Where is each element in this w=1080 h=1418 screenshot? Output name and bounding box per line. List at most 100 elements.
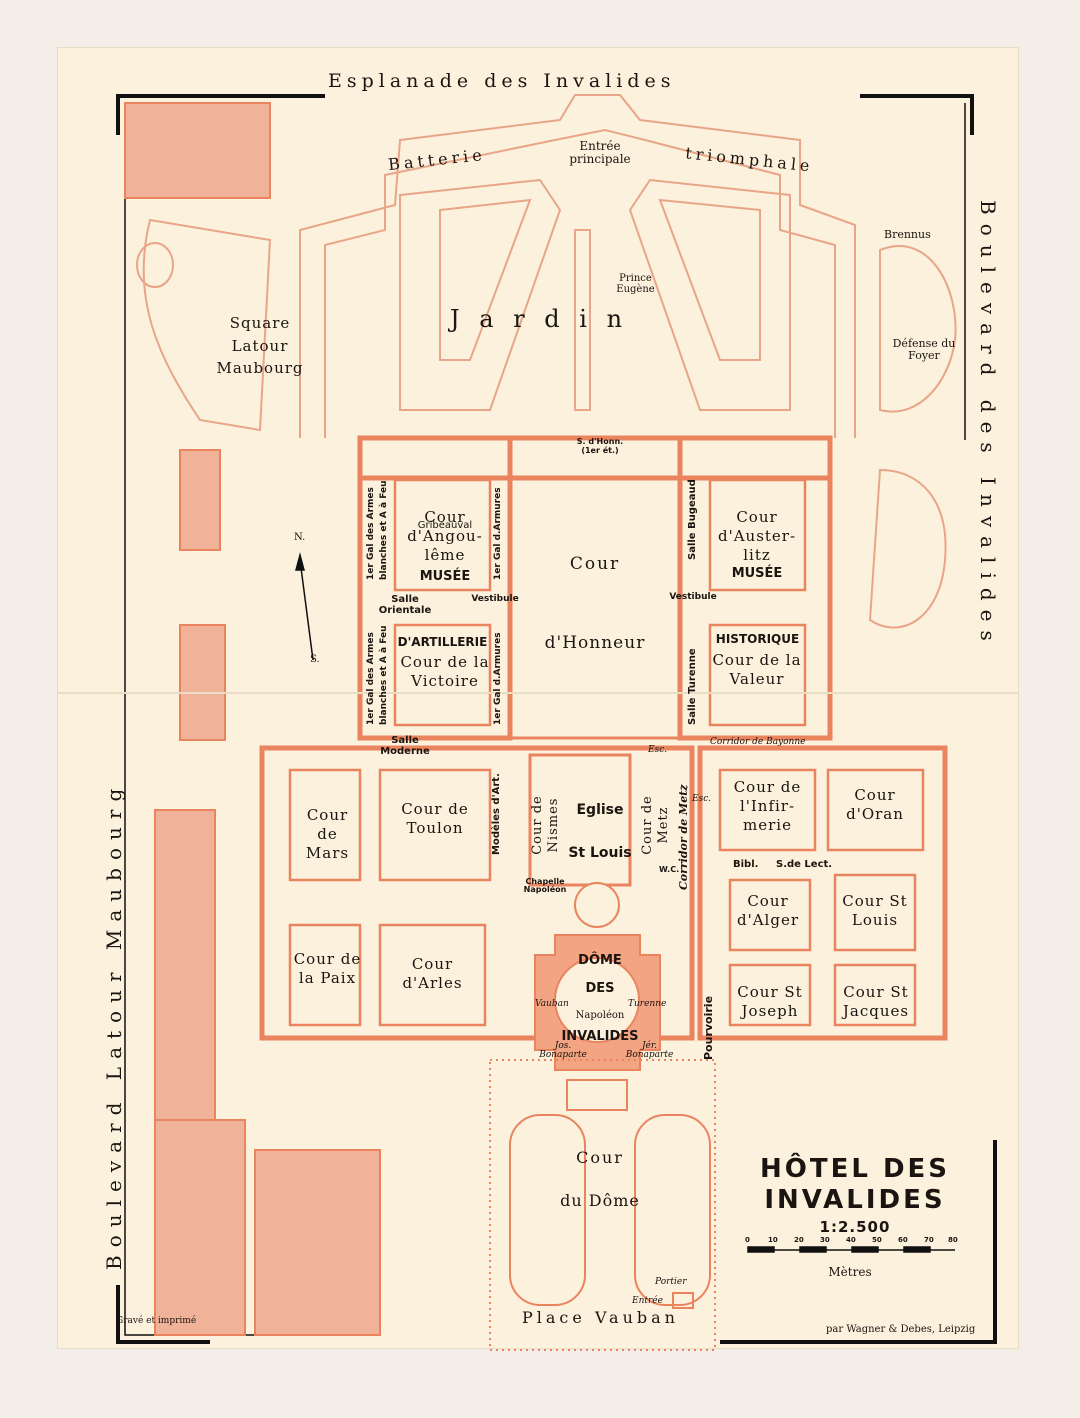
map-title-1: HÔTEL DES	[759, 1154, 951, 1184]
label-galerie-armes-2: 1er Gal des Armes	[366, 632, 376, 725]
block-w2	[154, 1119, 246, 1336]
label-brennus: Brennus	[884, 228, 931, 241]
label-invalides-dome: INVALIDES	[561, 1029, 639, 1044]
street-bd-invalides: Boulevard des Invalides	[976, 200, 1000, 650]
label-artillerie: D'ARTILLERIE	[397, 635, 488, 649]
scale-tick-50: 50	[872, 1236, 882, 1244]
label-square-latour: Square Latour Maubourg	[216, 314, 304, 377]
label-du-dome: du Dôme	[560, 1191, 640, 1210]
label-napoleon: Napoléon	[575, 1010, 625, 1021]
label-musee-historique: MUSÉE	[731, 566, 783, 581]
scale-tick-80: 80	[948, 1236, 958, 1244]
scale-bar	[747, 1246, 955, 1253]
label-pourvoirie: Pourvoirie	[702, 995, 715, 1060]
block-w3	[254, 1149, 381, 1336]
scale-tick-40: 40	[846, 1236, 856, 1244]
block-w5	[179, 624, 226, 741]
scale-tick-20: 20	[794, 1236, 804, 1244]
label-cour-dome: Cour	[576, 1148, 624, 1167]
label-chapelle-napoleon: Chapelle Napoléon	[523, 877, 567, 894]
label-vestibule-right: Vestibule	[669, 592, 717, 602]
fold-line	[58, 692, 1018, 694]
label-blanches-1: blanches et A à Feu	[379, 480, 389, 580]
label-jer-bonaparte: Jér. Bonaparte	[625, 1041, 674, 1060]
court-oran: Cour d'Oran	[846, 786, 904, 823]
label-bibl: Bibl.	[733, 859, 759, 870]
court-st-louis: Cour St Louis	[842, 892, 908, 929]
label-musee-artillerie: MUSÉE	[419, 569, 471, 584]
label-salle-lecture: S.de Lect.	[776, 859, 833, 870]
frame-border	[116, 94, 997, 1344]
court-mars: Cour de Mars	[305, 806, 350, 862]
north-arrow	[295, 552, 314, 661]
label-salle-bugeaud: Salle Bugeaud	[687, 479, 698, 560]
label-esc-1: Esc.	[648, 745, 668, 755]
label-entree: Entrée	[632, 1296, 663, 1306]
block-nw	[124, 102, 271, 199]
label-salle-turenne: Salle Turenne	[687, 648, 698, 725]
block-w4	[179, 449, 221, 551]
court-st-jacques: Cour St Jacques	[842, 983, 910, 1020]
scale-unit: Mètres	[828, 1265, 872, 1279]
court-metz: Cour de Metz	[640, 795, 672, 855]
label-galerie-armures-2: 1er Gal d.Armures	[493, 632, 503, 725]
garden-outline	[136, 94, 957, 629]
label-salle-moderne: Salle Moderne	[380, 735, 430, 757]
court-toulon: Cour de Toulon	[401, 800, 469, 837]
label-modeles-art: Modèles d'Art.	[491, 773, 502, 855]
compass-south: S.	[310, 654, 320, 665]
scale-tick-10: 10	[768, 1236, 778, 1244]
court-valeur: Cour de la Valeur	[712, 651, 802, 688]
court-honneur-cour: Cour	[569, 554, 621, 574]
label-entree-principale: Entrée principale	[569, 139, 631, 167]
dome-shape	[534, 882, 661, 1071]
label-prince-eugene: Prince Eugène	[616, 273, 655, 295]
scale-tick-0: 0	[745, 1236, 750, 1244]
court-alger: Cour d'Alger	[736, 892, 799, 929]
label-wc: W.C.	[659, 865, 680, 874]
credit-right: par Wagner & Debes, Leipzig	[826, 1324, 976, 1335]
street-bd-latour: Boulevard Latour Maubourg	[102, 780, 126, 1270]
label-galerie-armes-1: 1er Gal des Armes	[366, 487, 376, 580]
label-salle-orientale: Salle Orientale	[378, 594, 432, 616]
label-turenne: Turenne	[628, 999, 667, 1009]
label-eglise: Eglise	[576, 802, 624, 818]
label-gribeauval: Gribeauval	[417, 520, 473, 531]
scale-tick-30: 30	[820, 1236, 830, 1244]
label-galerie-armures-1: 1er Gal d.Armures	[493, 487, 503, 580]
building-outline	[259, 435, 948, 1041]
court-arles: Cour d'Arles	[402, 955, 463, 992]
label-esc-2: Esc.	[692, 794, 712, 804]
label-historique: HISTORIQUE	[715, 632, 800, 646]
court-paix: Cour de la Paix	[293, 950, 362, 987]
court-st-joseph: Cour St Joseph	[737, 983, 803, 1020]
label-vauban: Vauban	[535, 999, 569, 1009]
label-defense-du-foyer: Défense du Foyer	[892, 337, 956, 363]
label-salle-honneur: S. d'Honn. (1er ét.)	[576, 437, 624, 455]
court-angouleme: Cour d'Angou-lême	[407, 508, 483, 564]
credit-left: Gravé et imprimé	[116, 1316, 197, 1326]
label-des: DES	[585, 981, 615, 996]
scale-tick-70: 70	[924, 1236, 934, 1244]
court-austerlitz: Cour d'Auster-litz	[717, 508, 797, 564]
label-jos-bonaparte: Jos. Bonaparte	[539, 1041, 587, 1060]
label-portier: Portier	[655, 1277, 687, 1287]
street-esplanade: Esplanade des Invalides	[328, 70, 676, 92]
label-dome: DÔME	[578, 953, 622, 968]
label-st-louis-eglise: St Louis	[568, 845, 632, 861]
scale-tick-60: 60	[898, 1236, 908, 1244]
compass-north: N.	[294, 532, 306, 543]
court-victoire: Cour de la Victoire	[400, 653, 490, 690]
label-jardin: J a r d i n	[450, 305, 629, 333]
label-corridor-bayonne: Corridor de Bayonne	[710, 737, 806, 747]
label-blanches-2: blanches et A à Feu	[379, 625, 389, 725]
map-scale-ratio: 1:2.500	[819, 1218, 891, 1236]
label-vestibule-left: Vestibule	[471, 594, 519, 604]
label-corridor-metz: Corridor de Metz	[677, 784, 690, 890]
street-place-vauban: Place Vauban	[522, 1308, 679, 1327]
court-infirmerie: Cour de l'Infir-merie	[733, 778, 802, 834]
courts-inner	[288, 478, 925, 1027]
court-honneur: d'Honneur	[544, 633, 646, 653]
map-title-2: INVALIDES	[764, 1185, 946, 1215]
